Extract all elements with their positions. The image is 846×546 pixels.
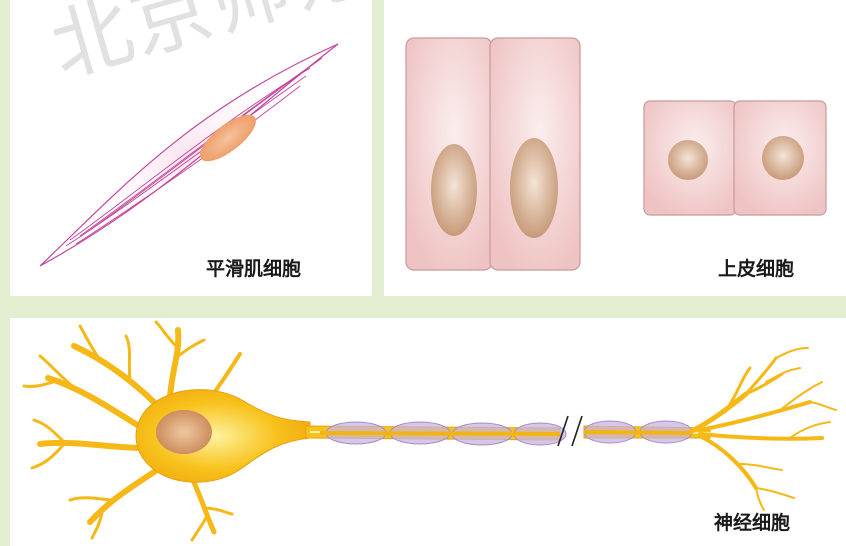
neuron-label: 神经细胞 [714, 508, 790, 535]
columnar-cell-left [406, 38, 492, 270]
epithelial-panel: 上皮细胞 [384, 0, 846, 296]
cuboidal-cell-left [644, 101, 736, 215]
cuboidal-nucleus-left [668, 140, 708, 180]
columnar-cell-right [490, 38, 580, 270]
cuboidal-cell-right [734, 101, 826, 215]
columnar-nucleus-left [431, 144, 477, 236]
epithelial-label: 上皮细胞 [718, 254, 794, 281]
smooth-muscle-fibrils [66, 58, 322, 246]
smooth-muscle-panel: 北京师范 平滑肌细胞 [10, 0, 372, 296]
smooth-muscle-label: 平滑肌细胞 [206, 254, 301, 281]
smooth-muscle-cell-illustration [10, 0, 372, 296]
axon-core [320, 432, 690, 434]
columnar-nucleus-right [510, 138, 558, 238]
epithelial-cell-illustration [384, 0, 846, 296]
neuron-panel: 神经细胞 [10, 318, 846, 546]
axon-terminals [690, 348, 836, 510]
cuboidal-nucleus-right [762, 136, 804, 180]
neuron-nucleus [156, 410, 212, 454]
